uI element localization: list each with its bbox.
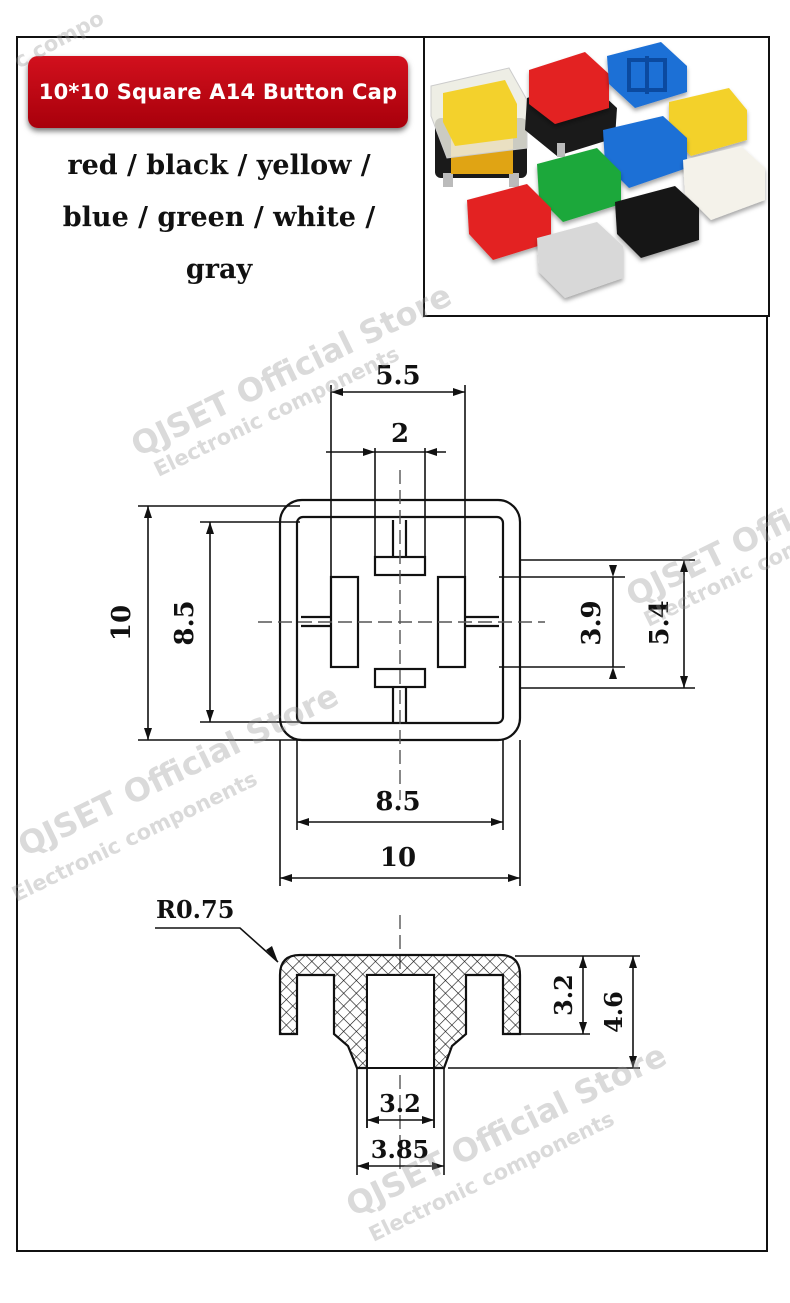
dim-top-outer: 5.5	[375, 361, 420, 391]
white-cap	[683, 146, 765, 220]
dim-side-outer: 4.6	[599, 991, 628, 1033]
dim-side-inner: 3.2	[549, 974, 578, 1016]
color-line-1: red / black / yellow /	[67, 150, 371, 181]
gray-cap	[537, 222, 623, 298]
dim-left-inner: 8.5	[170, 600, 200, 645]
dim-radius: R0.75	[156, 895, 234, 924]
dim-top-inner: 2	[391, 419, 409, 449]
yellow-cap-on-switch	[430, 67, 528, 187]
product-title: 10*10 Square A14 Button Cap	[38, 80, 398, 104]
dim-bottom-inner: 8.5	[375, 787, 420, 817]
yellow-cap-loose	[669, 88, 747, 156]
color-line-2: blue / green / white /	[62, 202, 376, 233]
black-cap	[615, 186, 699, 258]
dim-bottom-outer: 10	[380, 843, 416, 873]
color-line-3: gray	[185, 254, 253, 285]
blue-cap	[603, 116, 687, 188]
title-banner: 10*10 Square A14 Button Cap	[28, 56, 408, 128]
dim-right-outer: 5.4	[645, 600, 675, 645]
dim-right-inner: 3.9	[577, 600, 607, 645]
red-cap-top	[529, 52, 609, 124]
color-options: red / black / yellow / blue / green / wh…	[24, 140, 414, 296]
product-photo	[423, 36, 770, 317]
bottom-tab	[373, 667, 427, 689]
side-view	[278, 953, 522, 1128]
red-cap-on-switch	[525, 52, 617, 157]
button-caps-illustration	[430, 42, 765, 298]
arrowheads	[144, 388, 688, 1170]
red-cap	[467, 184, 551, 260]
blue-cap-underside	[607, 42, 687, 108]
dim-stem-outer: 3.85	[371, 1135, 429, 1164]
green-cap	[537, 148, 621, 222]
yellow-cap	[443, 80, 517, 146]
stem-hole	[366, 974, 435, 1069]
dim-stem-inner: 3.2	[379, 1089, 421, 1118]
dimension-labels: 5.5 2 10 8.5 3.9 5.4 8.5 10 R0.75 3.2 4.…	[107, 361, 675, 1164]
dim-left-outer: 10	[107, 605, 137, 641]
